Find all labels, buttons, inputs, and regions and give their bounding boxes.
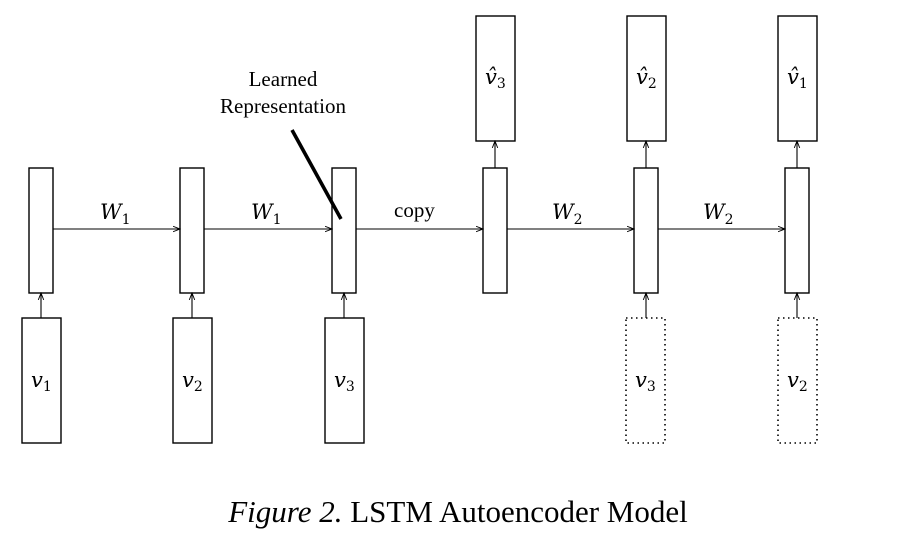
figure-number: Figure 2. (228, 494, 343, 529)
lstm-cell-decoder-1 (482, 167, 508, 294)
lstm-autoencoder-diagram: Learned Representation W1 W1 copy W2 W2 … (21, 15, 818, 444)
lstm-cell-encoder-1 (28, 167, 54, 294)
edge-label-w1-b: W1 (251, 200, 282, 228)
conditioning-box-v2 (777, 317, 818, 444)
edge-label-w2-a: W2 (552, 200, 583, 228)
figure-caption-text: LSTM Autoencoder Model (350, 494, 688, 529)
output-label-v2-hat: v̂2 (636, 65, 657, 92)
input-label-v2: v2 (182, 368, 203, 395)
input-box-v1 (21, 317, 62, 444)
annotation-line-2: Representation (220, 94, 346, 118)
input-label-v1: v1 (31, 368, 52, 395)
conditioning-label-v2: v2 (787, 368, 808, 395)
lstm-cell-decoder-3 (784, 167, 810, 294)
input-box-v2 (172, 317, 213, 444)
learned-representation-pointer (290, 129, 343, 220)
lstm-cell-encoder-3 (331, 167, 357, 294)
lstm-cell-decoder-2 (633, 167, 659, 294)
conditioning-box-v3 (625, 317, 666, 444)
output-label-v1-hat: v̂1 (787, 65, 808, 92)
lstm-cell-encoder-2 (179, 167, 205, 294)
annotation-line-1: Learned (249, 67, 318, 91)
edge-label-w1-a: W1 (100, 200, 131, 228)
output-label-v3-hat: v̂3 (485, 65, 506, 92)
edge-label-copy: copy (394, 198, 435, 222)
output-box-v1-hat (777, 15, 818, 142)
figure-caption: Figure 2. LSTM Autoencoder Model (0, 494, 916, 530)
input-label-v3: v3 (334, 368, 355, 395)
edge-label-w2-b: W2 (703, 200, 734, 228)
conditioning-label-v3: v3 (635, 368, 656, 395)
